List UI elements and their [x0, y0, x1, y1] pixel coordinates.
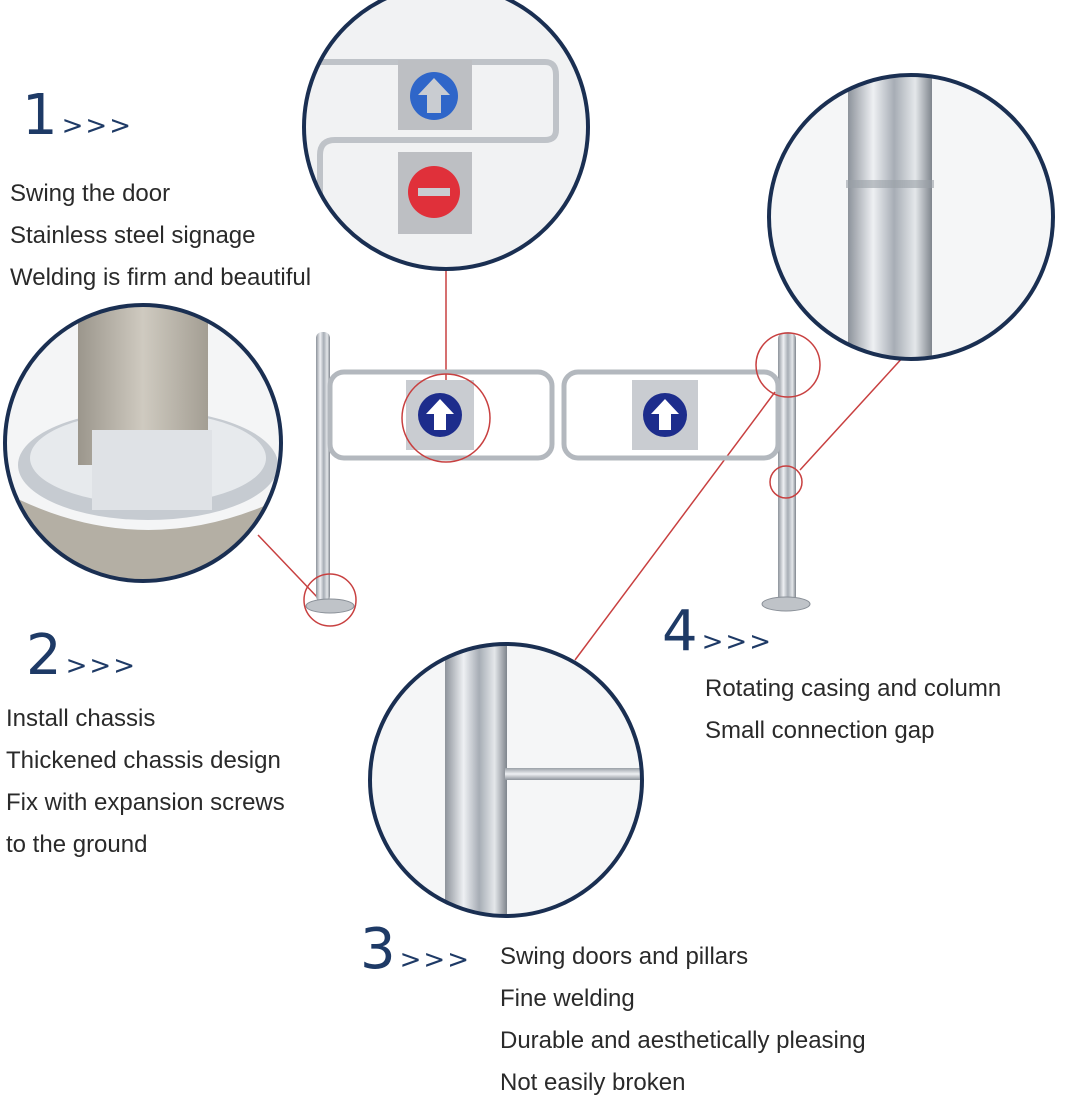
callout-2-heading: 2>>>: [26, 628, 137, 684]
callout-2-line: to the ground: [6, 831, 148, 858]
callout-3-line: Durable and aesthetically pleasing: [500, 1027, 866, 1054]
callout-3-text: Swing doors and pillars Fine welding Dur…: [500, 936, 866, 1104]
leader-lines: [257, 269, 906, 661]
highlight-markers: [303, 332, 821, 627]
callout-1-heading: 1>>>: [22, 88, 133, 144]
callout-4-arrows: >>>: [701, 627, 773, 657]
callout-3-line: Fine welding: [500, 985, 635, 1012]
callout-4-text: Rotating casing and column Small connect…: [705, 668, 1001, 752]
callout-2-arrows: >>>: [65, 651, 137, 681]
callout-2-number: 2: [26, 623, 62, 688]
callout-1-arrows: >>>: [61, 111, 133, 141]
callout-2-line: Install chassis: [6, 705, 156, 732]
callout-1-line: Welding is firm and beautiful: [10, 264, 312, 291]
zoom-circle-casing: [767, 73, 1055, 361]
callout-2-text: Install chassis Thickened chassis design…: [6, 698, 285, 866]
callout-4-line: Small connection gap: [705, 717, 935, 744]
callout-3-arrows: >>>: [399, 945, 471, 975]
callout-1-line: Swing the door: [10, 180, 171, 207]
callout-3-line: Not easily broken: [500, 1069, 686, 1096]
turnstile-main: [305, 332, 811, 614]
zoom-circle-signage: [302, 0, 590, 271]
callout-3-number: 3: [360, 917, 396, 982]
callout-2-line: Fix with expansion screws: [6, 789, 285, 816]
zoom-circle-welding: [368, 642, 644, 918]
callout-4-number: 4: [662, 599, 698, 664]
callout-2-line: Thickened chassis design: [6, 747, 281, 774]
callout-1-line: Stainless steel signage: [10, 222, 256, 249]
callout-4-line: Rotating casing and column: [705, 675, 1002, 702]
callout-3-heading: 3>>>: [360, 922, 471, 978]
callout-1-text: Swing the door Stainless steel signage W…: [10, 173, 311, 299]
zoom-circle-chassis: [3, 303, 283, 583]
callout-3-line: Swing doors and pillars: [500, 943, 749, 970]
callout-4-heading: 4>>>: [662, 604, 773, 660]
callout-1-number: 1: [22, 83, 58, 148]
